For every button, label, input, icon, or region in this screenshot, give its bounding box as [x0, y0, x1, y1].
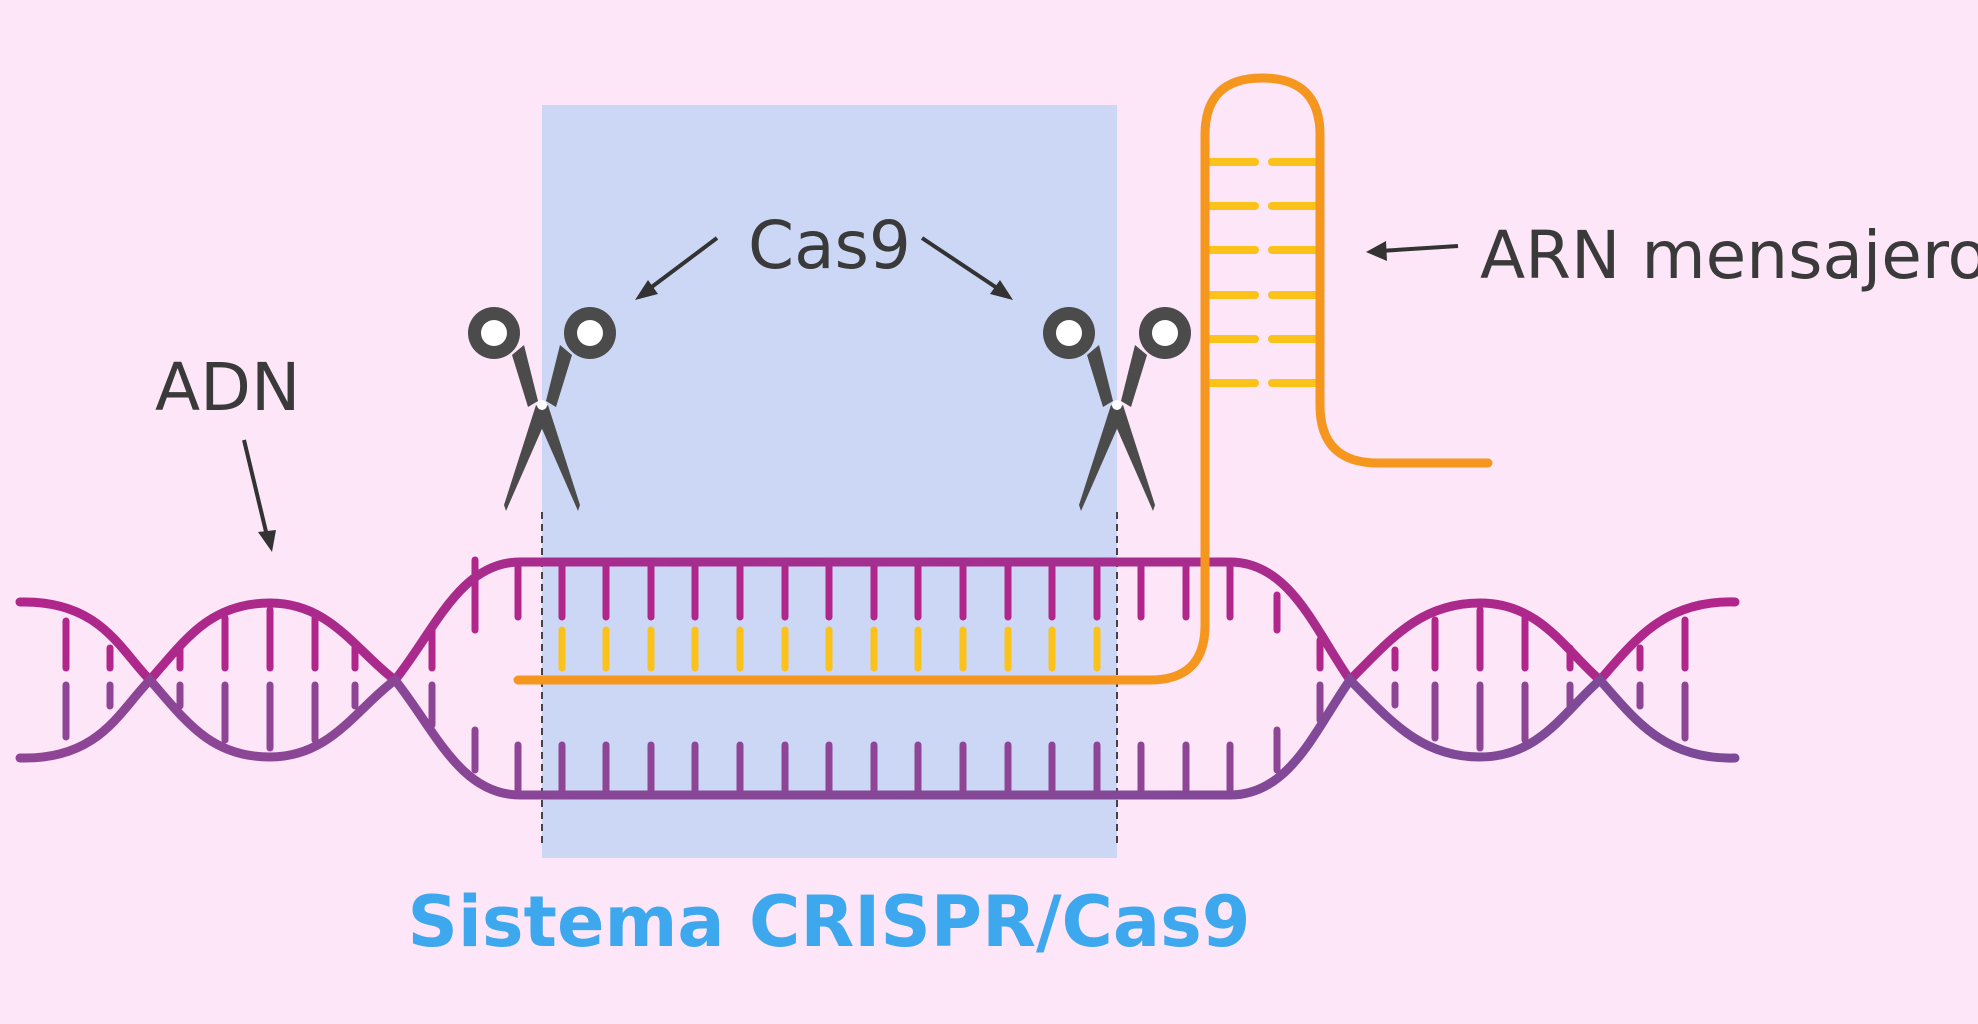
arrow-dna-head	[258, 530, 276, 552]
rna-hairpin-bases	[1206, 158, 1320, 387]
arrow-dna	[242, 439, 270, 541]
arrow-rna	[1379, 244, 1459, 253]
dna-strand-bottom	[15, 673, 1740, 800]
arrow-rna-head	[1366, 241, 1387, 261]
bottom-strand-bases	[514, 741, 1234, 794]
right-helix-base-pairs	[1273, 591, 1689, 774]
left-helix-base-pairs	[62, 556, 479, 774]
arrow-cas9-right	[920, 236, 1005, 294]
cas9-label: Cas9	[748, 207, 911, 284]
rna-dna-bases	[558, 626, 1101, 672]
arrow-cas9-right-head	[990, 280, 1013, 300]
scissors-icon	[1043, 307, 1191, 511]
arrows	[242, 236, 1459, 552]
rna-strand	[513, 73, 1493, 685]
top-strand-bases	[514, 563, 1234, 621]
dna-label: ADN	[155, 349, 300, 426]
page-title: Sistema CRISPR/Cas9	[407, 881, 1250, 963]
dna-strand-top	[15, 557, 1740, 687]
scissors-icon	[468, 307, 616, 511]
rna-label: ARN mensajero	[1480, 217, 1978, 294]
cas9-region-box	[542, 105, 1117, 858]
arrow-cas9-left-head	[635, 280, 658, 300]
arrow-cas9-left	[643, 236, 719, 294]
